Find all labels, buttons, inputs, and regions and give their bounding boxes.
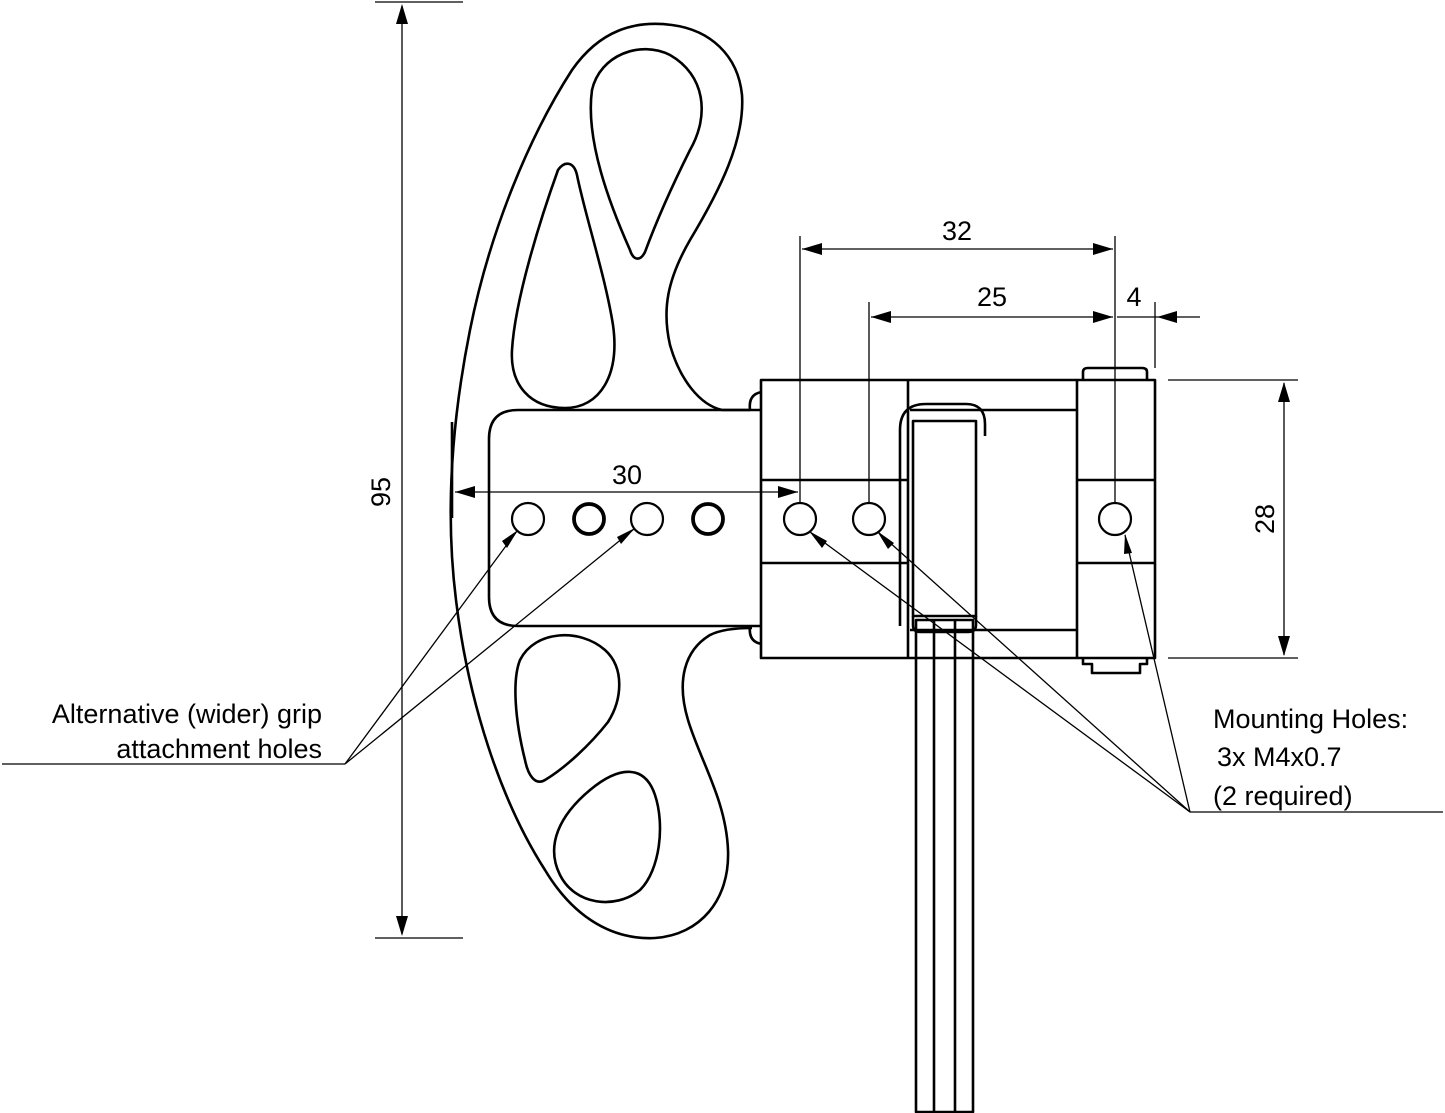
mounting-hole-1 — [782, 501, 818, 537]
grip-hole-1 — [510, 501, 546, 537]
dimension-28-label: 28 — [1250, 504, 1280, 534]
grip-holes-callout-line1: Alternative (wider) grip — [52, 699, 322, 729]
stem-outline — [914, 618, 975, 1113]
post-collar — [911, 616, 978, 634]
mounting-holes-callout-line2: 3x M4x0.7 — [1217, 742, 1342, 772]
mounting-holes-callout-line1: Mounting Holes: — [1213, 704, 1408, 734]
grip-cutout-upper-2 — [510, 162, 616, 410]
grip-arm-outline — [487, 408, 762, 628]
dimension-95-label: 95 — [366, 477, 396, 507]
dimension-28: 28 — [1168, 379, 1298, 659]
dimension-32: 32 — [799, 216, 1116, 503]
dimension-4-label: 4 — [1126, 282, 1141, 312]
dimension-30-label: 30 — [612, 460, 642, 490]
dimension-30: 30 — [455, 460, 798, 498]
mounting-holes-callout: Mounting Holes: 3x M4x0.7 (2 required) — [809, 531, 1443, 813]
mounting-hole-3 — [1097, 501, 1133, 537]
grip-threaded-hole-2 — [691, 502, 725, 536]
grip-outer-outline — [449, 22, 753, 940]
post-outer-frame — [898, 402, 987, 626]
grip-holes-callout-line2: attachment holes — [116, 734, 322, 764]
grip-cutout-upper-1 — [589, 47, 703, 260]
dimension-4: 4 — [1117, 282, 1200, 368]
grip-cutout-lower-1 — [514, 633, 621, 783]
grip-holes-callout: Alternative (wider) grip attachment hole… — [2, 528, 635, 765]
main-block — [759, 366, 1157, 675]
dimension-95: 95 — [366, 1, 463, 939]
grip-hole-2 — [629, 501, 665, 537]
mounting-hole-2 — [851, 501, 887, 537]
grip-threaded-hole-1 — [572, 502, 606, 536]
holes — [510, 501, 1133, 537]
block-outline — [759, 378, 1157, 660]
dimension-32-label: 32 — [942, 216, 972, 246]
mounting-holes-callout-line3: (2 required) — [1213, 781, 1353, 811]
bottom-clamp-nub — [1081, 658, 1149, 675]
dimension-25-label: 25 — [977, 282, 1007, 312]
grip-cutout-lower-2 — [552, 770, 662, 904]
post-inner-slot — [911, 419, 978, 618]
dimension-25: 25 — [868, 282, 1113, 503]
grip-arm — [450, 390, 763, 646]
center-post — [898, 402, 987, 1113]
grip-handle — [449, 22, 753, 940]
